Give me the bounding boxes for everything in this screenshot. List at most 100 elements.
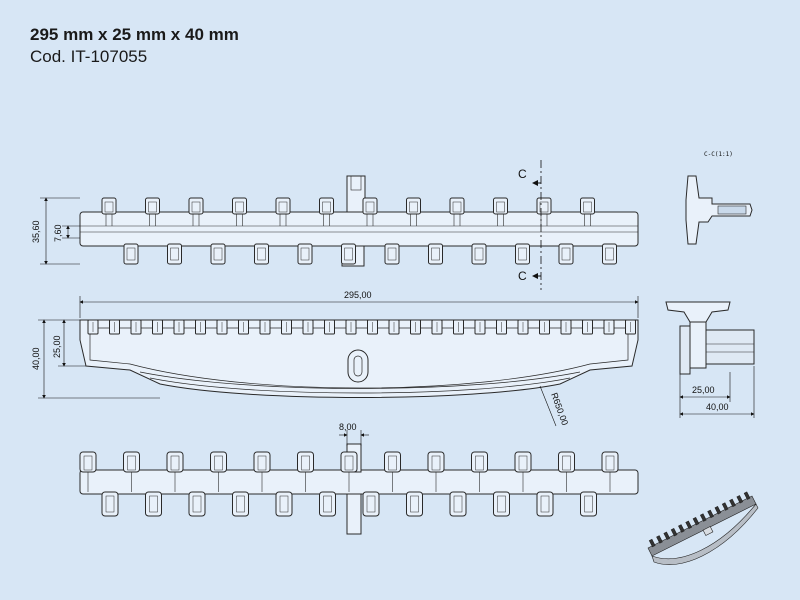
bottom-tooth-lower — [145, 491, 162, 517]
top-tooth-upper — [319, 197, 334, 215]
bottom-tooth-upper — [123, 451, 140, 473]
bottom-tooth-upper-inner — [257, 455, 267, 471]
top-tooth-upper — [536, 197, 552, 215]
bottom-tooth-lower-inner — [584, 495, 593, 513]
section-detail-label: C-C(1:1) — [704, 151, 733, 158]
front-view-slot — [347, 349, 369, 383]
bottom-tooth-lower — [319, 491, 336, 517]
top-tooth-lower-inner — [344, 247, 353, 261]
iso-tooth — [656, 535, 663, 544]
bottom-tooth-upper-inner — [388, 455, 397, 471]
product-code: Cod. IT-107055 — [30, 47, 148, 66]
bottom-tooth-upper — [297, 451, 314, 473]
isometric-preview — [647, 491, 759, 565]
bottom-view — [79, 443, 639, 535]
top-tooth-lower — [384, 243, 400, 265]
top-tooth-lower-inner — [561, 247, 571, 261]
top-tooth-lower-inner — [518, 247, 527, 261]
top-view-body — [79, 211, 639, 247]
bottom-tooth-lower-inner — [149, 495, 158, 513]
iso-tooth — [685, 520, 693, 530]
top-tooth-upper-inner — [496, 201, 505, 213]
top-tooth-upper — [406, 197, 421, 215]
bottom-tooth-upper — [514, 451, 532, 473]
bottom-tooth-upper-inner — [83, 455, 93, 471]
top-tooth-upper-inner — [452, 201, 462, 213]
top-view — [79, 175, 639, 267]
top-tooth-lower — [123, 243, 139, 265]
bottom-tooth-upper — [471, 451, 488, 473]
top-tooth-upper-inner — [104, 201, 114, 213]
bottom-tooth-upper-inner — [127, 455, 136, 471]
top-tooth-upper-inner — [148, 201, 157, 213]
bottom-tooth-lower — [406, 491, 423, 517]
bottom-tooth-upper — [166, 451, 184, 473]
bottom-tooth-upper — [79, 451, 97, 473]
top-tooth-lower-inner — [170, 247, 179, 261]
top-tooth-lower-inner — [387, 247, 397, 261]
bottom-tooth-lower-inner — [410, 495, 419, 513]
bottom-tooth-upper — [210, 451, 227, 473]
top-tooth-lower-inner — [213, 247, 223, 261]
iso-tooth — [707, 509, 714, 519]
top-tooth-lower-inner — [300, 247, 310, 261]
iso-tooth — [648, 538, 656, 548]
top-tooth-rib — [323, 214, 330, 226]
bottom-tooth-upper — [427, 451, 445, 473]
bottom-tooth-lower — [493, 491, 510, 517]
top-tooth-rib — [410, 214, 417, 226]
bottom-view-tab-bottom — [346, 493, 362, 535]
bottom-tooth-lower-inner — [236, 495, 245, 513]
dim-height-inner: 7,60 — [53, 224, 63, 242]
top-tooth-rib — [279, 214, 287, 226]
bottom-view-dimensions — [339, 430, 369, 446]
bottom-tooth-upper-inner — [562, 455, 571, 471]
bottom-tooth-lower-inner — [540, 495, 550, 513]
iso-tooth — [678, 524, 685, 533]
side-view-block — [705, 329, 755, 365]
bottom-tooth-upper — [601, 451, 619, 473]
side-view-stem — [689, 321, 707, 369]
bottom-tooth-lower — [232, 491, 249, 517]
dim-height-total: 35,60 — [31, 220, 41, 243]
top-tooth-upper — [362, 197, 378, 215]
top-tooth-upper-inner — [278, 201, 288, 213]
top-tooth-rib — [497, 214, 504, 226]
top-tooth-rib — [453, 214, 461, 226]
bottom-tooth-lower-inner — [497, 495, 506, 513]
bottom-tooth-lower-inner — [453, 495, 463, 513]
section-detail — [685, 175, 753, 245]
bottom-tooth-lower-inner — [279, 495, 289, 513]
top-tooth-upper-inner — [365, 201, 375, 213]
top-tooth-lower — [341, 243, 356, 265]
iso-tooth — [699, 513, 707, 522]
top-tooth-lower — [515, 243, 530, 265]
iso-tooth — [743, 491, 751, 500]
bottom-tooth-lower-inner — [366, 495, 376, 513]
bottom-tooth-upper — [340, 451, 358, 473]
bottom-view-teeth — [79, 451, 619, 517]
top-tooth-rib — [236, 214, 243, 226]
top-tooth-upper — [493, 197, 508, 215]
isometric-teeth — [648, 491, 751, 548]
top-tooth-upper — [580, 197, 595, 215]
product-dimensions: 295 mm x 25 mm x 40 mm — [30, 25, 239, 44]
bottom-tooth-lower — [580, 491, 597, 517]
top-tooth-lower-inner — [431, 247, 440, 261]
bottom-tooth-upper-inner — [605, 455, 615, 471]
section-marker-bottom: C — [518, 269, 527, 283]
iso-tooth — [729, 498, 736, 508]
top-tooth-lower — [167, 243, 182, 265]
top-tooth-upper — [188, 197, 204, 215]
side-view-flange — [679, 325, 691, 375]
bottom-tooth-lower — [275, 491, 293, 517]
bottom-tooth-upper-inner — [518, 455, 528, 471]
bottom-view-body — [79, 469, 639, 495]
top-tooth-upper — [449, 197, 465, 215]
bottom-tooth-lower — [536, 491, 554, 517]
dim-front-height: 40,00 — [31, 347, 41, 370]
dim-side-inner: 25,00 — [692, 385, 715, 395]
top-tooth-rib — [584, 214, 591, 226]
bottom-tooth-upper-inner — [301, 455, 310, 471]
bottom-tooth-upper — [253, 451, 271, 473]
